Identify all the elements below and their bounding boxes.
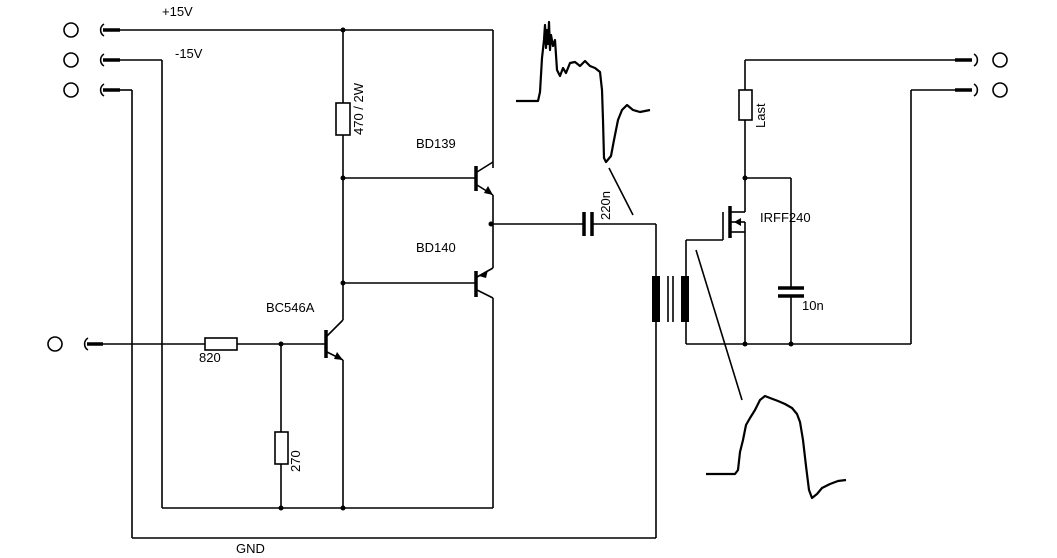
transistor-bc546a-label: BC546A: [266, 300, 315, 315]
capacitor-coupling-label: 220n: [598, 191, 613, 220]
capacitor-coupling: [491, 212, 657, 276]
rail-gnd: [120, 89, 657, 539]
label-neg-supply: -15V: [175, 46, 203, 61]
terminal-gnd[interactable]: [63, 82, 120, 98]
terminal-output-1[interactable]: [955, 52, 1008, 68]
resistor-base-label: 270: [288, 450, 303, 472]
transistor-bd140-label: BD140: [416, 240, 456, 255]
capacitor-gate: [745, 177, 804, 347]
load-resistor: [738, 59, 963, 195]
resistor-base: [274, 344, 289, 511]
label-gnd: GND: [236, 541, 265, 556]
terminal-neg-supply[interactable]: [63, 52, 120, 68]
transistor-bd139-label: BD139: [416, 136, 456, 151]
rail-neg: [120, 59, 494, 509]
transistor-bc546a: [103, 319, 344, 361]
bias-chain-wire: [340, 27, 346, 511]
waveform-gate-signal: [695, 249, 847, 500]
label-pos-supply: +15V: [162, 4, 193, 19]
output-return-wire: [686, 89, 963, 345]
transistor-bd139: [343, 161, 494, 268]
load-label: Last: [753, 103, 768, 128]
mosfet-irff240: [722, 175, 748, 347]
terminal-signal-input[interactable]: [47, 336, 103, 352]
resistor-input-label: 820: [199, 350, 221, 365]
transistor-bd140: [343, 267, 494, 299]
terminal-pos-supply[interactable]: [63, 22, 120, 38]
waveform-drive-signal: [516, 20, 651, 216]
rail-pos: [120, 29, 494, 168]
mosfet-label: IRFF240: [760, 210, 811, 225]
capacitor-gate-label: 10n: [802, 298, 824, 313]
terminal-output-2[interactable]: [955, 82, 1008, 98]
resistor-bias: [335, 102, 351, 136]
resistor-bias-label: 470 / 2W: [351, 82, 366, 135]
transformer: [652, 239, 723, 344]
